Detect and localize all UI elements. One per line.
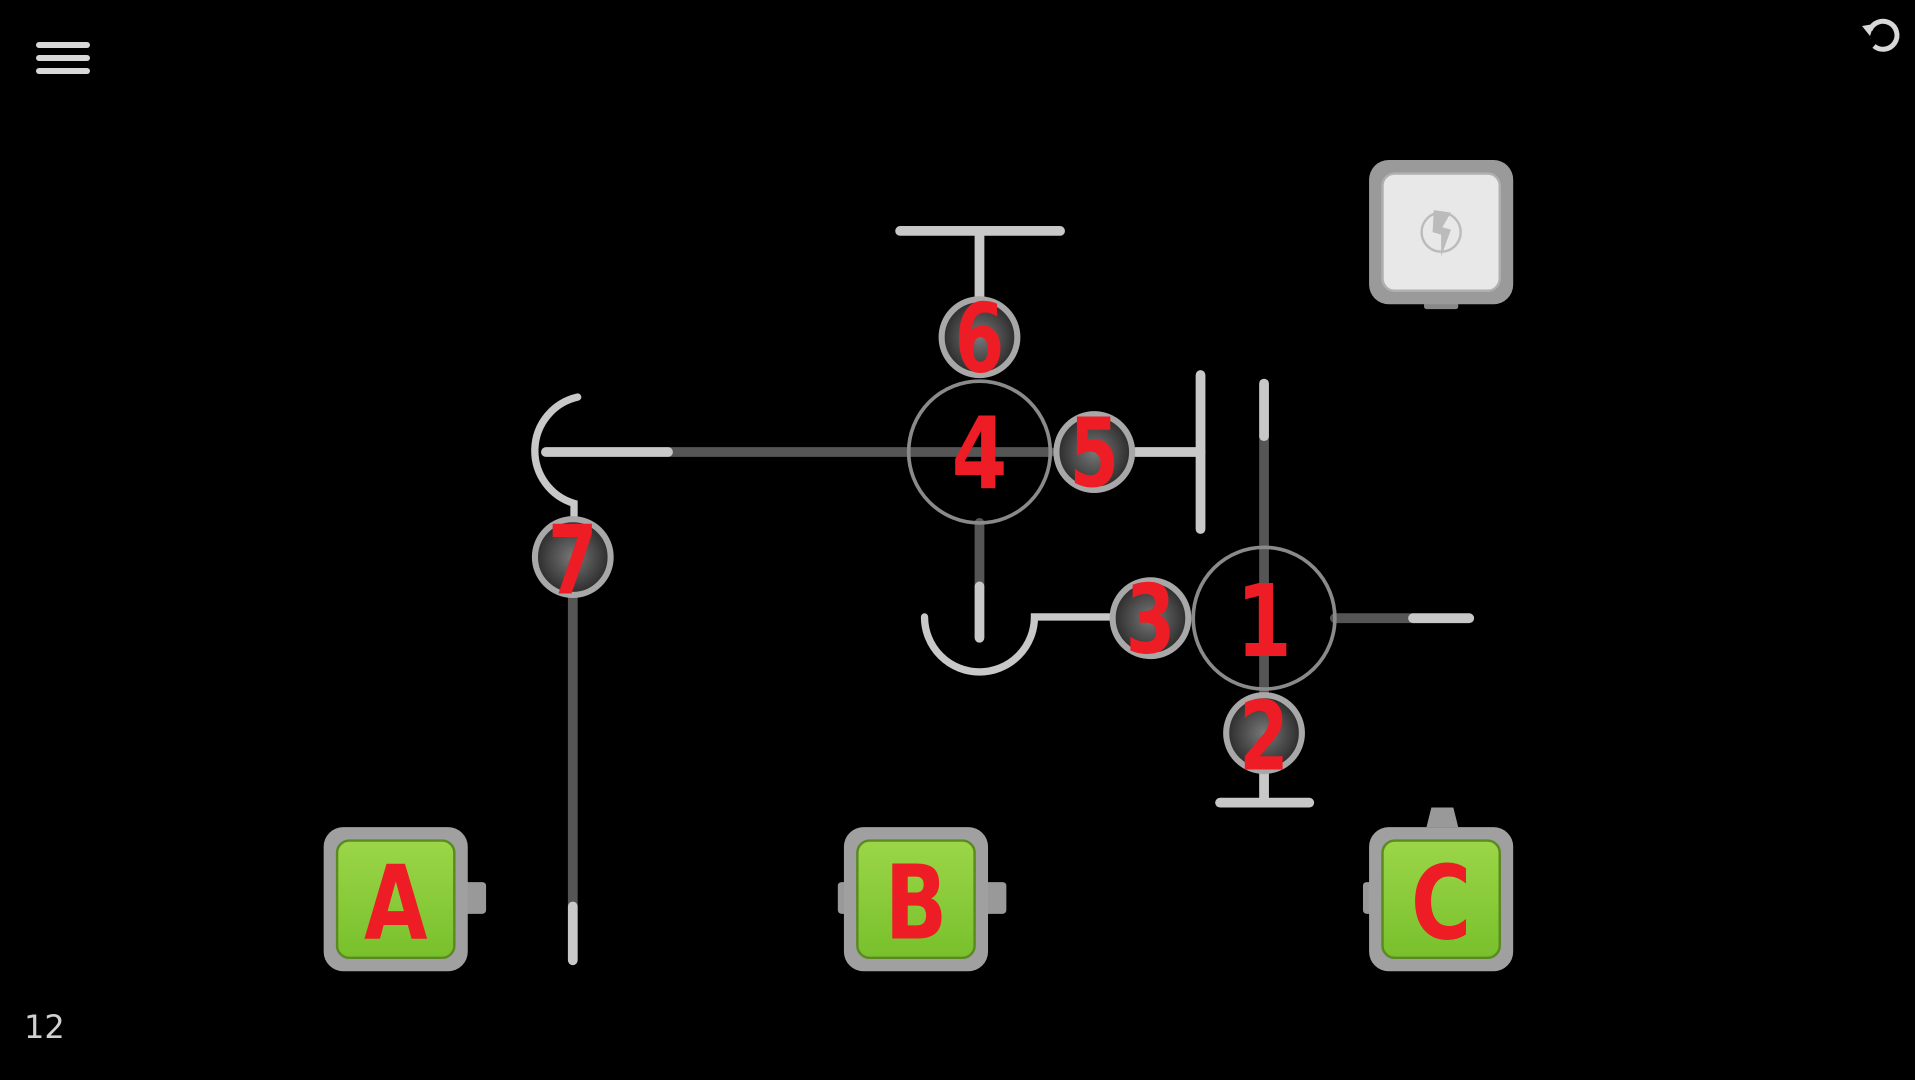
output-b: B [837, 827, 1007, 972]
output-c: C [1362, 807, 1514, 972]
undo-icon[interactable] [1860, 14, 1904, 58]
label-2: 2 [1239, 681, 1289, 792]
label-3: 3 [1126, 564, 1176, 675]
label-5: 5 [1069, 398, 1119, 509]
level-number: 12 [24, 1008, 65, 1046]
rotor-4[interactable] [906, 379, 1053, 525]
power-source [1369, 160, 1514, 310]
output-a: A [323, 827, 487, 972]
output-b-label: B [885, 843, 948, 962]
knob-2[interactable] [1223, 692, 1305, 774]
knob-7[interactable] [531, 516, 614, 599]
knob-6[interactable] [938, 296, 1021, 379]
knob-3[interactable] [1109, 577, 1192, 660]
label-7: 7 [548, 505, 598, 616]
lightning-icon [1420, 210, 1462, 257]
rotor-1[interactable] [1191, 545, 1337, 691]
output-c-label: C [1411, 843, 1471, 962]
menu-button[interactable] [36, 42, 90, 84]
label-6: 6 [955, 283, 1005, 394]
output-a-label: A [364, 843, 428, 962]
label-4: 4 [952, 397, 1008, 513]
knob-5[interactable] [1053, 411, 1136, 493]
label-1: 1 [1236, 564, 1292, 680]
